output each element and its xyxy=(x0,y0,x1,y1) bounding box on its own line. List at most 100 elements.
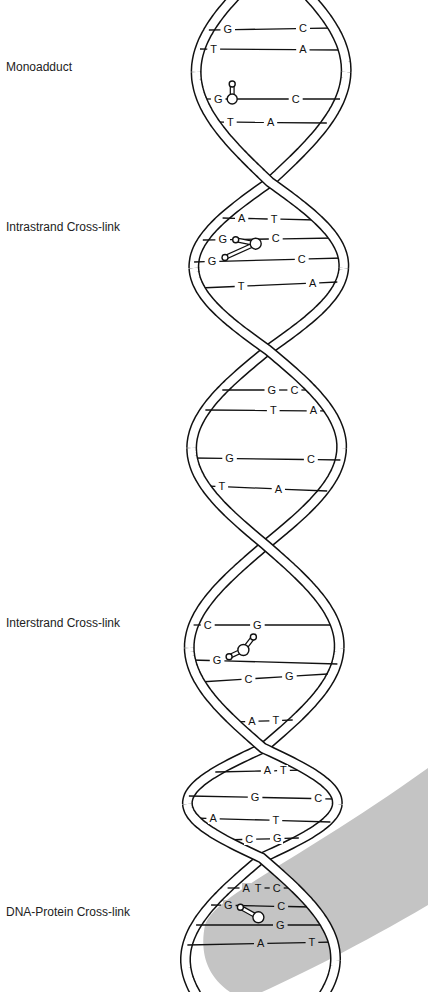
base-pair-line xyxy=(265,887,270,888)
front-strands xyxy=(186,0,347,992)
strand-fill xyxy=(189,448,341,648)
base-pair-line xyxy=(220,48,296,50)
base-letter: T xyxy=(308,937,317,948)
strand-fill xyxy=(189,648,337,804)
base-letter: C xyxy=(306,454,316,465)
base-pair-line xyxy=(285,837,299,839)
base-pair-line xyxy=(280,410,307,411)
base-pair-line xyxy=(265,624,336,625)
base-letter: T xyxy=(279,765,288,776)
base-pair-line xyxy=(319,281,337,283)
base-pair-line xyxy=(196,924,273,925)
base-pair-line xyxy=(255,677,282,679)
base-pair-line xyxy=(256,838,270,840)
intrastrand-crosslink-symbol xyxy=(222,255,228,261)
adduct-type-label: DNA-Protein Cross-link xyxy=(6,906,130,919)
adduct-type-label: Interstrand Cross-link xyxy=(6,617,120,630)
base-letter: A xyxy=(237,213,246,224)
base-pair-line xyxy=(200,679,242,682)
base-letter: T xyxy=(209,44,218,55)
base-letter: C xyxy=(244,674,254,685)
base-letter: T xyxy=(226,117,235,128)
base-pair-line xyxy=(262,798,311,799)
base-pair-line xyxy=(222,389,264,390)
base-letter: G xyxy=(275,920,286,931)
base-pair-line xyxy=(297,674,328,676)
strand-outline xyxy=(192,448,340,648)
strand-outline xyxy=(186,804,338,960)
base-letter: A xyxy=(308,278,317,289)
base-pair-line xyxy=(187,944,254,945)
base-letter: C xyxy=(244,834,254,845)
base-pair-line xyxy=(277,122,327,124)
base-letter: A xyxy=(256,938,265,949)
base-letter: G xyxy=(207,256,218,267)
strand-outline xyxy=(186,960,205,992)
base-pair-line xyxy=(211,904,221,906)
base-letter: A xyxy=(208,813,217,824)
base-letter: C xyxy=(272,883,282,894)
base-pair-line xyxy=(209,29,221,31)
back-strands xyxy=(186,0,347,992)
strand-outline xyxy=(196,0,245,72)
base-letter: C xyxy=(289,385,299,396)
base-letter: A xyxy=(309,405,318,416)
strand-outline xyxy=(192,268,344,448)
base-pair-line xyxy=(285,489,327,491)
base-letter: C xyxy=(276,901,286,912)
base-letter: C xyxy=(271,233,281,244)
strand-outline xyxy=(189,648,337,804)
base-letter: A xyxy=(242,883,251,894)
strand-outline xyxy=(299,0,346,72)
base-letter: T xyxy=(271,715,280,726)
strand-fill xyxy=(196,72,344,268)
strand-fill xyxy=(192,268,344,448)
base-pair-line xyxy=(228,487,272,489)
base-letter: T xyxy=(217,481,226,492)
base-letter: T xyxy=(269,405,278,416)
intrastrand-crosslink-symbol xyxy=(250,238,261,249)
base-letter: A xyxy=(298,44,307,55)
strand-outline xyxy=(187,648,339,804)
strand-outline xyxy=(196,72,344,268)
base-pair-line xyxy=(194,261,205,263)
base-pair-line xyxy=(215,771,260,772)
base-pair-line xyxy=(189,796,248,797)
base-pair-line xyxy=(223,217,235,219)
base-letter: G xyxy=(267,385,278,396)
base-letter: G xyxy=(213,94,224,105)
base-letter: A xyxy=(266,117,275,128)
base-letter: T xyxy=(254,883,263,894)
base-letter: A xyxy=(247,716,256,727)
strand-fill xyxy=(196,0,245,72)
base-letter: C xyxy=(203,620,213,631)
base-pair-line xyxy=(203,239,216,240)
base-pair-line xyxy=(259,720,270,722)
base-pair-line xyxy=(237,458,304,460)
base-pair-line xyxy=(200,48,207,49)
interstrand-crosslink-symbol xyxy=(229,637,253,657)
base-pair-line xyxy=(215,624,250,625)
base-letter: G xyxy=(223,900,234,911)
strand-fill xyxy=(187,648,339,804)
base-letter: T xyxy=(270,214,279,225)
strand-fill xyxy=(316,960,336,992)
strand-outline xyxy=(189,448,341,648)
base-pair-line xyxy=(318,459,341,461)
strand-outline xyxy=(194,72,346,268)
strand-fill xyxy=(194,72,346,268)
base-pair-line xyxy=(267,942,305,944)
base-letter: G xyxy=(252,620,263,631)
base-pair-line xyxy=(235,29,296,30)
base-letter: G xyxy=(217,234,228,245)
base-letter: C xyxy=(297,254,307,265)
interstrand-crosslink-symbol xyxy=(250,634,256,640)
strand-fill xyxy=(186,804,338,960)
strand-outline xyxy=(194,268,342,448)
base-pair-line xyxy=(237,122,264,124)
base-pair-line xyxy=(248,218,267,220)
base-letter: C xyxy=(298,23,308,34)
base-letter: G xyxy=(223,24,234,35)
